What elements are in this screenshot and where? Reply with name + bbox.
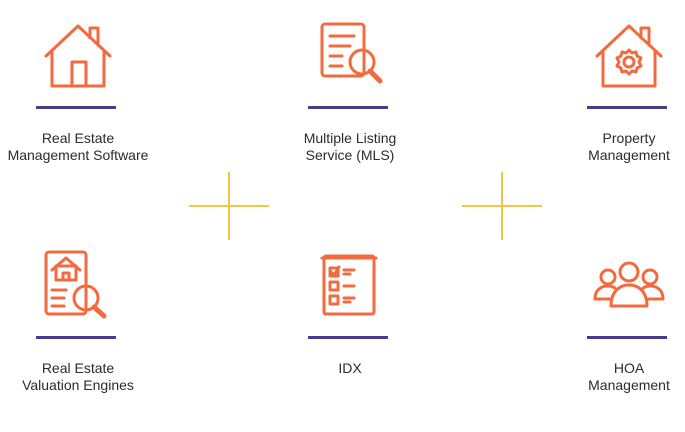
service-tile-real-estate-valuation-engines: Real Estate Valuation Engines	[0, 250, 158, 432]
house-gear-icon	[589, 22, 669, 102]
service-label: Real Estate Valuation Engines	[22, 360, 134, 393]
checklist-icon	[310, 252, 390, 332]
document-search-icon	[310, 22, 390, 102]
service-tile-property-management: Property Management	[549, 22, 685, 202]
plus-icon	[189, 172, 269, 240]
service-tile-idx: IDX	[270, 252, 430, 432]
service-tile-mls: Multiple Listing Service (MLS)	[270, 22, 430, 202]
divider-bar	[36, 106, 116, 109]
service-label: Property Management	[588, 130, 670, 163]
people-group-icon	[589, 252, 669, 332]
divider-bar	[308, 336, 388, 339]
divider-bar	[587, 106, 667, 109]
plus-icon	[462, 172, 542, 240]
service-label: IDX	[338, 360, 362, 376]
service-label: HOA Management	[588, 360, 670, 393]
document-house-search-icon	[38, 250, 118, 330]
service-tile-real-estate-management-software: Real Estate Management Software	[0, 22, 158, 202]
divider-bar	[36, 336, 116, 339]
service-tile-hoa-management: HOA Management	[549, 252, 685, 432]
service-label: Multiple Listing Service (MLS)	[303, 130, 397, 163]
house-icon	[38, 22, 118, 102]
service-label: Real Estate Management Software	[7, 130, 149, 163]
divider-bar	[587, 336, 667, 339]
divider-bar	[308, 106, 388, 109]
